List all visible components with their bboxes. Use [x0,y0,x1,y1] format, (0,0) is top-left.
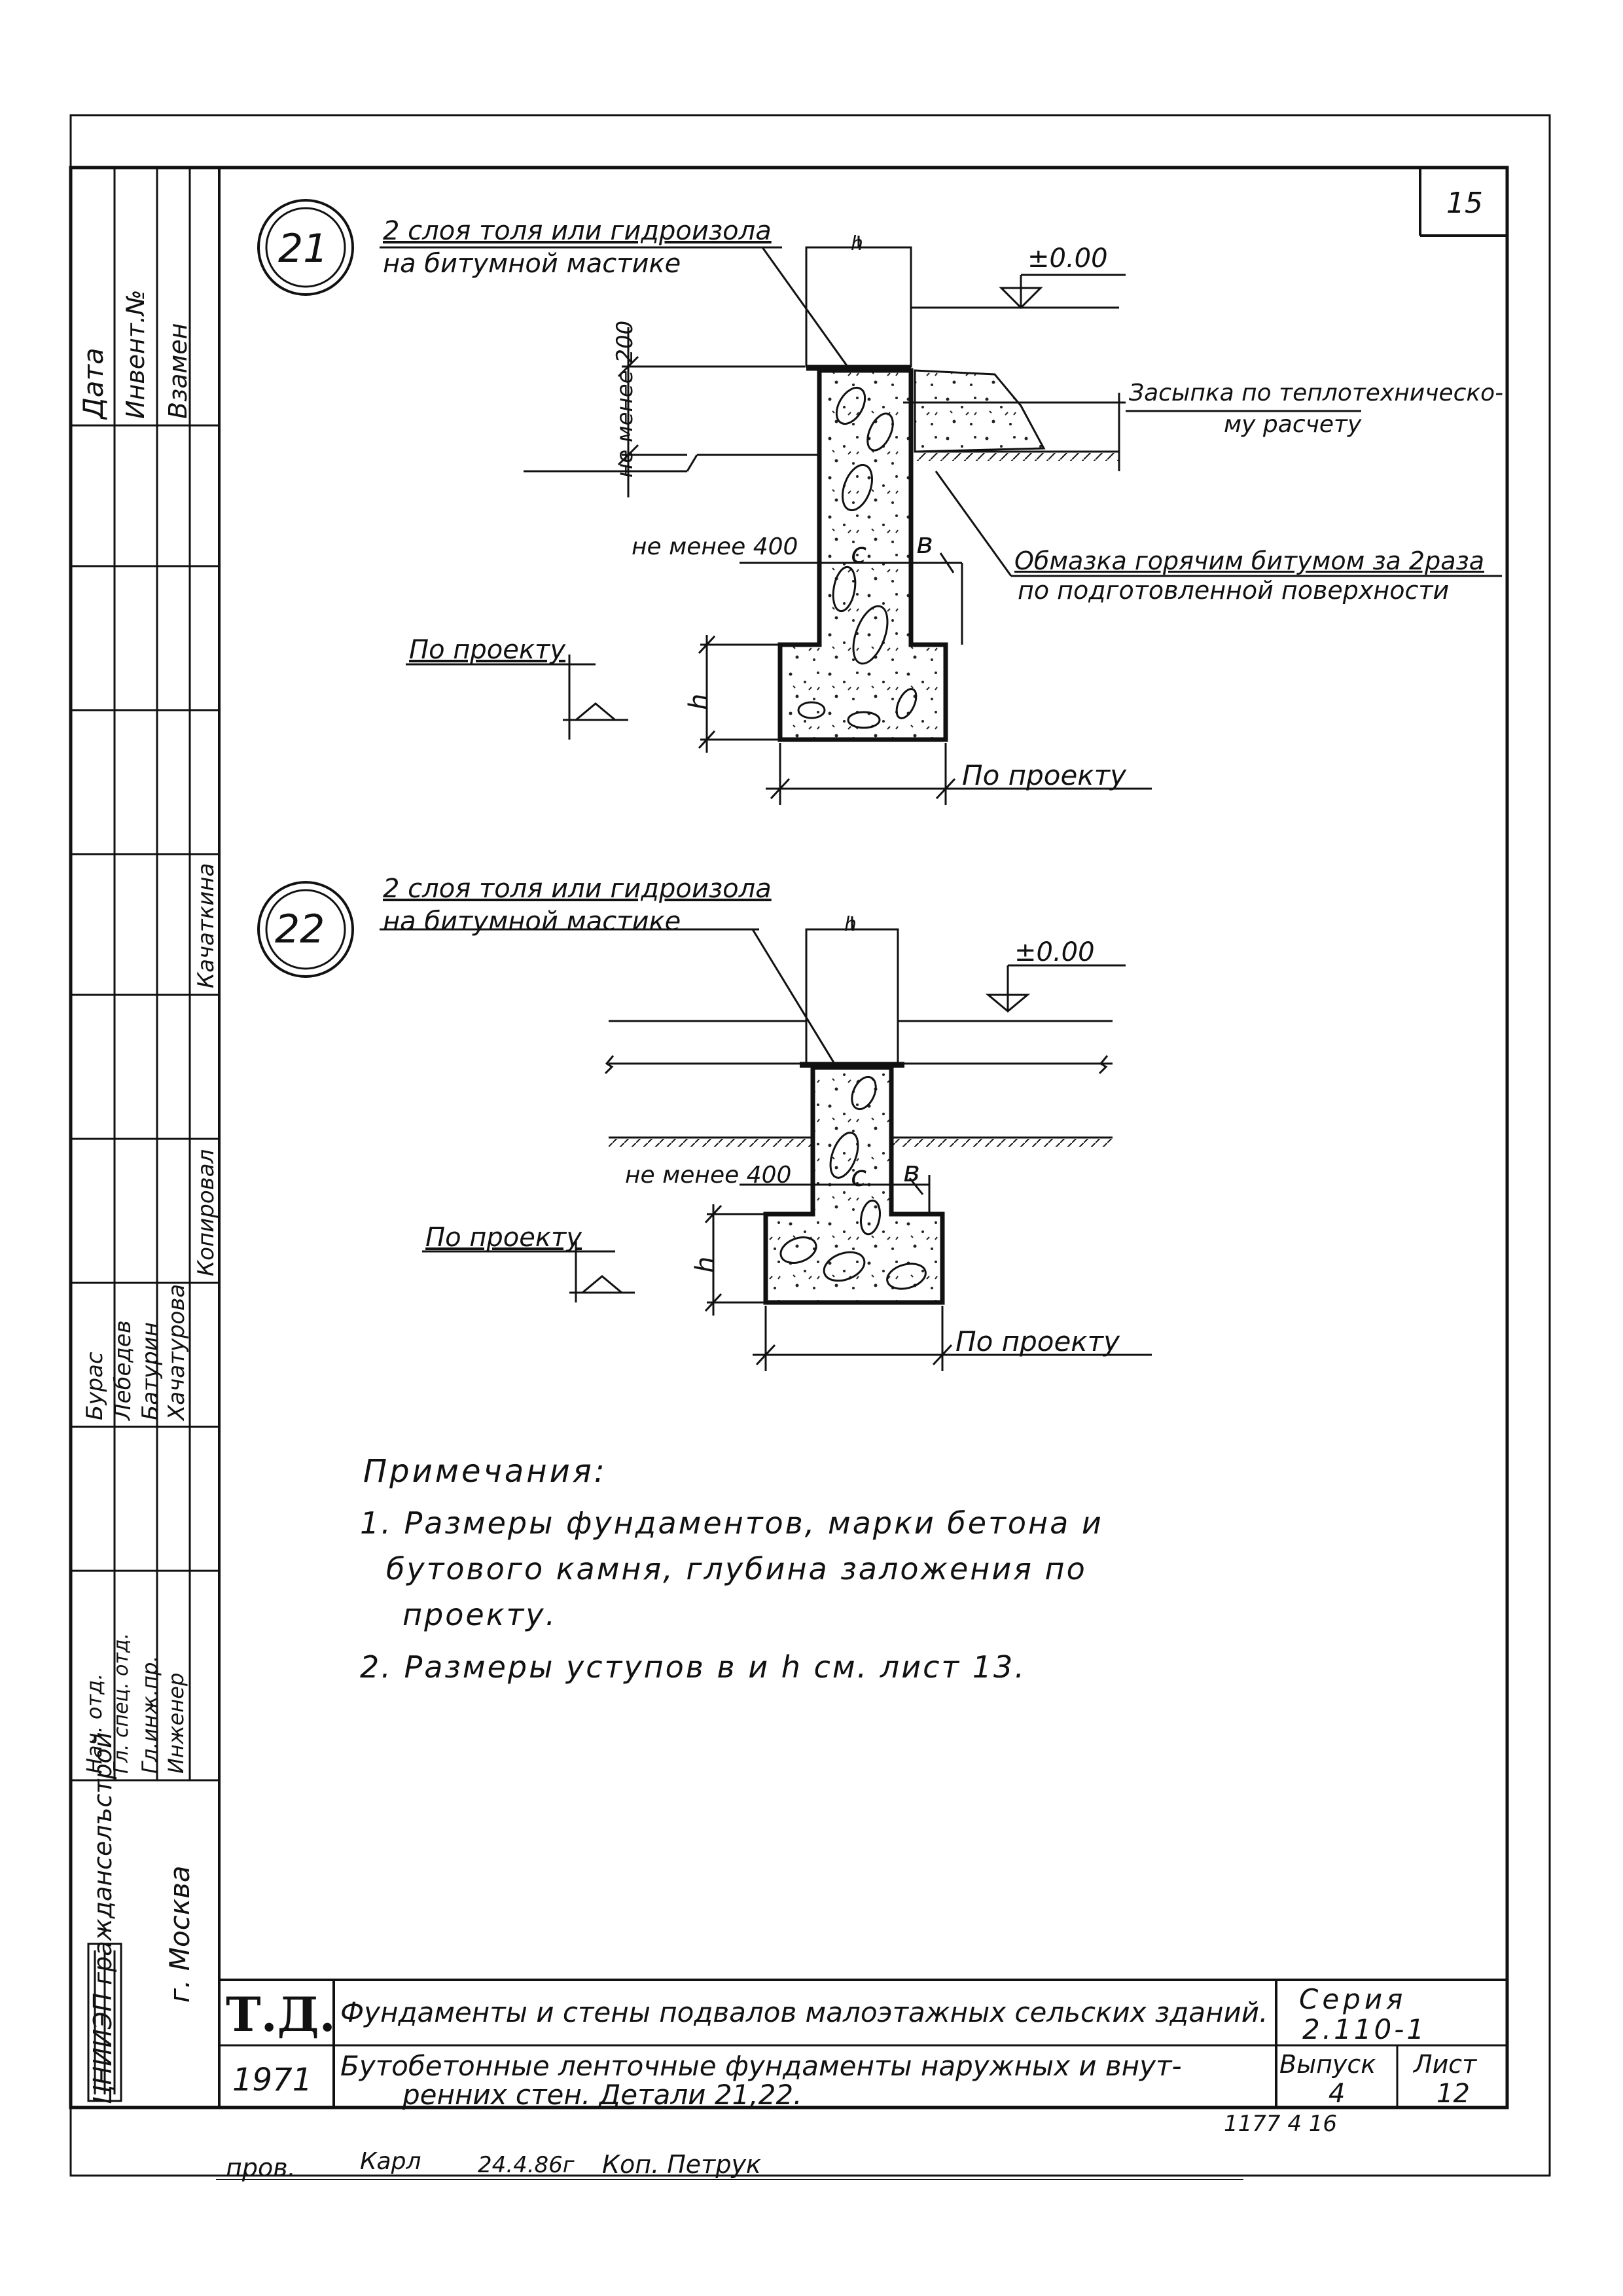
notes-title: Примечания: [363,1453,607,1490]
note-2: 2. Размеры уступов в и h см. лист 13. [360,1649,1026,1685]
title-line1: Фундаменты и стены подвалов малоэтажных … [340,1996,1268,2028]
stamp-name-4: Хачатурова [164,1283,190,1420]
org-city: г. Москва [164,1865,196,2003]
stamp-role-3: Гл.инж.пр. [137,1655,162,1774]
detail-22-marker [257,881,354,978]
stamp-kachatkina: Качаткина [193,863,219,988]
stamp-replace: Взамен [164,323,192,419]
detail-22-by-project-bottom: По проекту [955,1325,1120,1357]
stamp-name-3: Батурин [137,1322,164,1420]
detail-22-waterproof-line2: на битумной мастике [383,906,681,937]
detail-21-c: с [851,537,867,570]
title-line2a: Бутобетонные ленточные фундаменты наружн… [340,2050,1182,2082]
org-name: ЦНИИЭП гражданселъстрой [88,1732,117,2104]
detail-21-waterproof-line1: 2 слоя толя или гидроизола [383,216,772,246]
footer-signature: Карл [360,2148,421,2175]
detail-22-h: h [690,1256,721,1273]
stamp-name-1: Бурас [82,1352,108,1420]
detail-21-waterproof-line2: на битумной мастике [383,249,681,279]
detail-21-level: ±0.00 [1027,243,1108,274]
detail-22-b: в [903,1155,920,1189]
detail-22 [257,881,1152,1371]
note-1-line3: проекту. [402,1597,558,1632]
detail-21-backfill-line1: Засыпка по теплотехническо- [1129,380,1504,406]
detail-21-min200: не менее 200 [612,320,638,478]
footer-copier: Коп. Петрук [602,2150,761,2179]
title-block [219,1979,1507,2108]
sheet-label: Лист [1414,2050,1477,2079]
sheet-number: 15 [1446,187,1483,220]
detail-21-min400: не менее 400 [632,533,798,560]
detail-22-marker-label: 22 [275,906,325,952]
detail-22-level: ±0.00 [1014,937,1095,967]
issue-label: Выпуск [1279,2050,1376,2079]
series-label: Серия [1299,1983,1407,2015]
detail-21-by-project-left: По проекту [409,635,566,665]
title-line2b: ренних стен. Детали 21,22. [402,2079,802,2111]
stamp-date: Дата [77,348,109,419]
issue-value: 4 [1329,2079,1346,2109]
detail-21-coating-line1: Обмазка горячим битумом за 2раза [1014,547,1484,575]
detail-21-marker [257,199,354,296]
detail-21-coating-line2: по подготовленной поверхности [1018,576,1450,605]
detail-21-backfill-line2: му расчету [1224,411,1362,438]
detail-22-waterproof-line1: 2 слоя толя или гидроизола [383,874,772,904]
detail-21-marker-label: 21 [278,226,329,272]
org-logo [87,1943,122,2102]
detail-22-c: с [851,1160,867,1193]
left-stamp-grid [71,168,219,1782]
series-value: 2.110-1 [1302,2013,1427,2045]
footer-archive: 1177 4 16 [1224,2111,1338,2137]
detail-21-b: в [916,527,933,560]
stamp-name-2: Лебедев [110,1320,136,1420]
footer-checked: пров. [226,2153,296,2182]
stamp-role-4: Инженер [164,1672,188,1774]
detail-21-h: h [684,693,714,710]
detail-21-foundation [777,368,948,742]
detail-22-min400: не менее 400 [625,1162,792,1189]
detail-22-by-project-left: По проекту [425,1223,582,1253]
detail-21 [257,199,1502,805]
footer-date: 24.4.86г [478,2152,575,2178]
detail-21-by-project-bottom: По проекту [962,759,1126,791]
detail-22-dim-top: h [844,913,857,936]
sheet-value: 12 [1436,2079,1470,2109]
title-td: Т.Д. [226,1986,336,2042]
stamp-inv-no: Инвент.№ [121,289,150,419]
title-year: 1971 [232,2062,313,2098]
note-1-line2: бутового камня, глубина заложения по [386,1551,1087,1587]
note-1-line1: 1. Размеры фундаментов, марки бетона и [360,1505,1103,1541]
detail-21-dim-top: h [851,232,864,255]
stamp-copied: Копировал [193,1149,219,1276]
